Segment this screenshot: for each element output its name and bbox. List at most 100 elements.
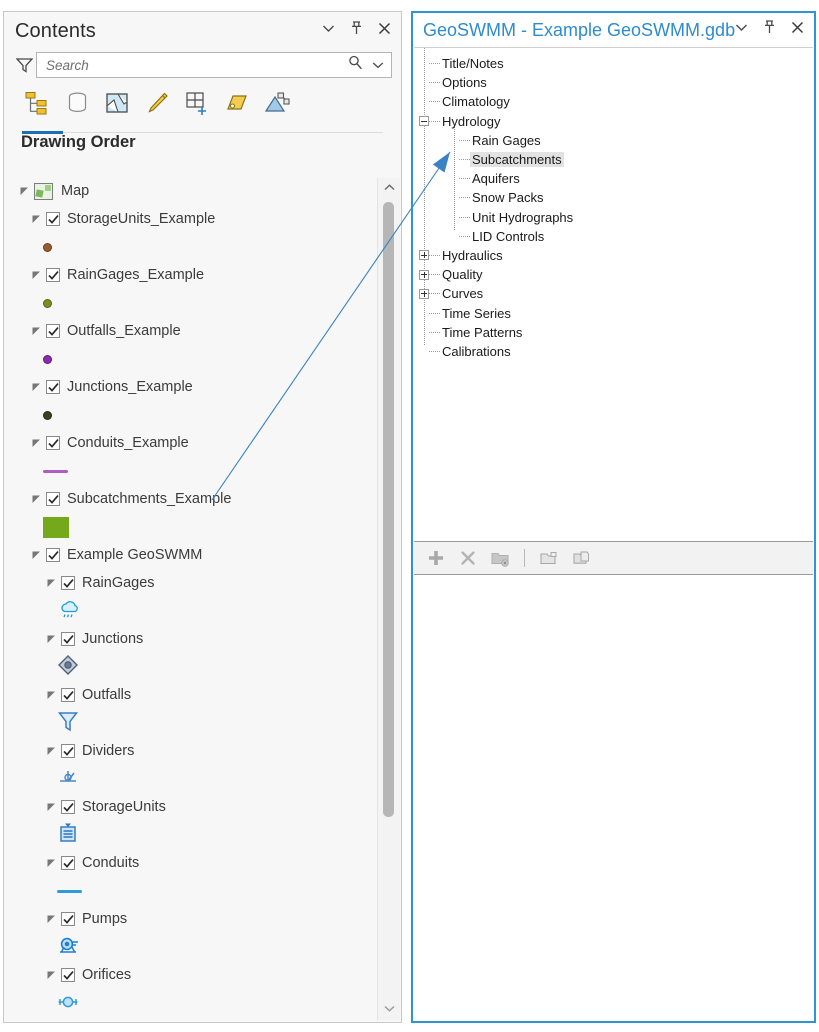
layer-visibility-checkbox[interactable]	[61, 744, 75, 758]
geoswmm-panel-header: GeoSWMM - Example GeoSWMM.gdb	[413, 13, 814, 47]
layer-row[interactable]: Orifices	[5, 961, 377, 989]
expand-collapse-arrow[interactable]	[45, 633, 58, 646]
open-folder-icon[interactable]	[538, 547, 560, 569]
tree-expander-minus[interactable]	[419, 116, 429, 127]
delete-icon[interactable]	[457, 547, 479, 569]
pin-icon[interactable]	[347, 18, 365, 38]
tree-node[interactable]: Climatology	[414, 92, 813, 111]
layer-visibility-checkbox[interactable]	[61, 800, 75, 814]
layer-name: Junctions_Example	[67, 379, 193, 395]
layer-visibility-checkbox[interactable]	[61, 912, 75, 926]
list-by-labeling-icon[interactable]	[221, 87, 254, 119]
tree-node[interactable]: Hydrology	[414, 112, 813, 131]
layer-row[interactable]: Outfalls	[5, 681, 377, 709]
chevron-down-icon[interactable]	[319, 18, 337, 38]
list-by-editing-icon[interactable]	[141, 87, 174, 119]
tree-guide-line	[454, 124, 455, 231]
list-by-snapping-icon[interactable]	[181, 87, 214, 119]
tree-node[interactable]: LID Controls	[414, 227, 813, 246]
expand-collapse-arrow[interactable]	[30, 549, 43, 562]
search-input[interactable]: Search	[36, 52, 392, 78]
map-icon	[34, 182, 53, 200]
layer-row[interactable]: RainGages	[5, 569, 377, 597]
layer-row[interactable]: StorageUnits_Example	[5, 205, 377, 233]
tree-node[interactable]: Title/Notes	[414, 54, 813, 73]
tree-node[interactable]: Snow Packs	[414, 188, 813, 207]
tree-expander-plus[interactable]	[419, 269, 429, 280]
layer-row[interactable]: Pumps	[5, 905, 377, 933]
add-icon[interactable]	[425, 547, 447, 569]
layer-row[interactable]: Subcatchments_Example	[5, 485, 377, 513]
list-by-data-source-icon[interactable]	[61, 87, 94, 119]
layer-row[interactable]: Conduits	[5, 849, 377, 877]
expand-collapse-arrow[interactable]	[45, 577, 58, 590]
expand-collapse-arrow[interactable]	[45, 857, 58, 870]
tree-node[interactable]: Calibrations	[414, 342, 813, 361]
layer-visibility-checkbox[interactable]	[46, 492, 60, 506]
tree-node[interactable]: Rain Gages	[414, 131, 813, 150]
layer-visibility-checkbox[interactable]	[61, 968, 75, 982]
layer-row[interactable]: RainGages_Example	[5, 261, 377, 289]
layer-visibility-checkbox[interactable]	[46, 436, 60, 450]
pump-symbol	[57, 934, 79, 961]
tree-node[interactable]: Time Series	[414, 303, 813, 322]
scrollbar-thumb[interactable]	[383, 202, 394, 817]
chevron-up-icon[interactable]	[378, 178, 400, 197]
expand-collapse-arrow[interactable]	[30, 213, 43, 226]
filter-icon[interactable]	[12, 57, 36, 73]
layer-row[interactable]: Junctions	[5, 625, 377, 653]
layer-visibility-checkbox[interactable]	[46, 380, 60, 394]
expand-collapse-arrow[interactable]	[30, 325, 43, 338]
expand-collapse-arrow[interactable]	[45, 745, 58, 758]
chevron-down-icon[interactable]	[378, 999, 400, 1018]
tree-node[interactable]: Quality	[414, 265, 813, 284]
search-icon[interactable]	[348, 55, 363, 75]
tree-node[interactable]: Curves	[414, 284, 813, 303]
pin-icon[interactable]	[760, 17, 778, 37]
contents-scrollbar[interactable]	[377, 178, 400, 1020]
expand-collapse-arrow[interactable]	[30, 269, 43, 282]
tree-node[interactable]: Hydraulics	[414, 246, 813, 265]
chevron-down-icon[interactable]	[732, 17, 750, 37]
expand-collapse-arrow[interactable]	[45, 913, 58, 926]
layer-row[interactable]: StorageUnits	[5, 793, 377, 821]
expand-collapse-arrow[interactable]	[18, 185, 31, 198]
layer-row[interactable]: Dividers	[5, 737, 377, 765]
layer-row[interactable]: Outfalls_Example	[5, 317, 377, 345]
close-icon[interactable]	[788, 17, 806, 37]
layer-visibility-checkbox[interactable]	[61, 632, 75, 646]
layer-visibility-checkbox[interactable]	[46, 548, 60, 562]
copy-icon[interactable]	[570, 547, 592, 569]
geoswmm-detail-pane	[414, 576, 813, 1020]
tree-node[interactable]: Aquifers	[414, 169, 813, 188]
layer-visibility-checkbox[interactable]	[61, 576, 75, 590]
layer-row[interactable]: Example GeoSWMM	[5, 541, 377, 569]
layer-name: Map	[61, 183, 90, 199]
chevron-down-icon[interactable]	[372, 56, 384, 74]
tree-expander-plus[interactable]	[419, 288, 429, 299]
expand-collapse-arrow[interactable]	[45, 801, 58, 814]
expand-collapse-arrow[interactable]	[45, 969, 58, 982]
tree-node[interactable]: Unit Hydrographs	[414, 208, 813, 227]
expand-collapse-arrow[interactable]	[30, 437, 43, 450]
tree-node[interactable]: Subcatchments	[414, 150, 813, 169]
layer-row[interactable]: Map	[5, 177, 377, 205]
layer-row[interactable]: Conduits_Example	[5, 429, 377, 457]
expand-collapse-arrow[interactable]	[45, 689, 58, 702]
layer-row[interactable]: Junctions_Example	[5, 373, 377, 401]
layer-visibility-checkbox[interactable]	[46, 212, 60, 226]
layer-visibility-checkbox[interactable]	[61, 856, 75, 870]
remove-folder-icon[interactable]	[489, 547, 511, 569]
expand-collapse-arrow[interactable]	[30, 493, 43, 506]
tree-node[interactable]: Options	[414, 73, 813, 92]
close-icon[interactable]	[375, 18, 393, 38]
layer-visibility-checkbox[interactable]	[46, 268, 60, 282]
expand-collapse-arrow[interactable]	[30, 381, 43, 394]
list-by-charts-icon[interactable]	[261, 87, 294, 119]
list-by-drawing-order-icon[interactable]	[21, 87, 54, 119]
tree-node[interactable]: Time Patterns	[414, 323, 813, 342]
layer-visibility-checkbox[interactable]	[46, 324, 60, 338]
layer-visibility-checkbox[interactable]	[61, 688, 75, 702]
list-by-selection-icon[interactable]	[101, 87, 134, 119]
tree-expander-plus[interactable]	[419, 250, 429, 261]
